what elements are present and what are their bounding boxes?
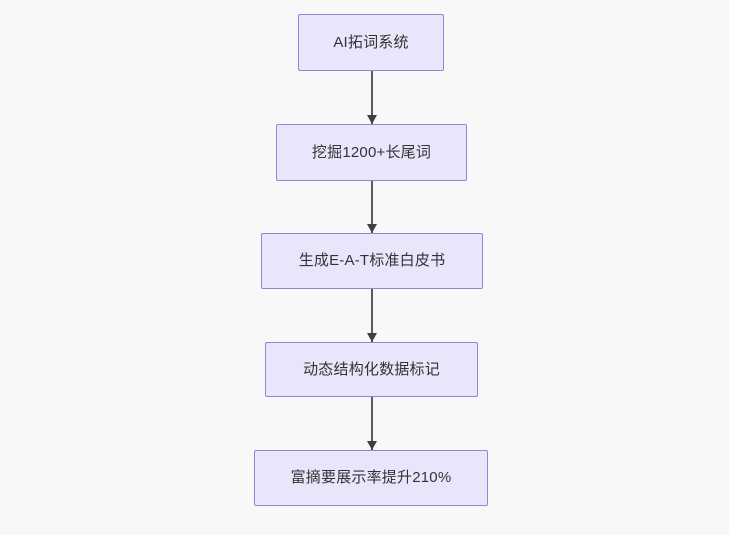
arrowhead-icon: [367, 115, 377, 124]
flowchart-node-label: 动态结构化数据标记: [303, 360, 440, 378]
arrowhead-icon: [367, 224, 377, 233]
flowchart-node-label: 生成E-A-T标准白皮书: [298, 252, 446, 269]
flowchart-node-2[interactable]: 挖掘1200+长尾词: [276, 124, 467, 181]
flowchart-node-label: 挖掘1200+长尾词: [311, 143, 432, 161]
flowchart-node-4[interactable]: 动态结构化数据标记: [265, 342, 478, 397]
arrowhead-icon: [367, 441, 377, 450]
flowchart-node-3[interactable]: 生成E-A-T标准白皮书: [261, 233, 483, 289]
arrowhead-icon: [367, 333, 377, 342]
flowchart-node-label: 富摘要展示率提升210%: [290, 469, 452, 486]
flowchart-node-1[interactable]: AI拓词系统: [298, 14, 444, 71]
flowchart-node-label: AI拓词系统: [333, 33, 409, 51]
flowchart-node-5[interactable]: 富摘要展示率提升210%: [254, 450, 488, 506]
